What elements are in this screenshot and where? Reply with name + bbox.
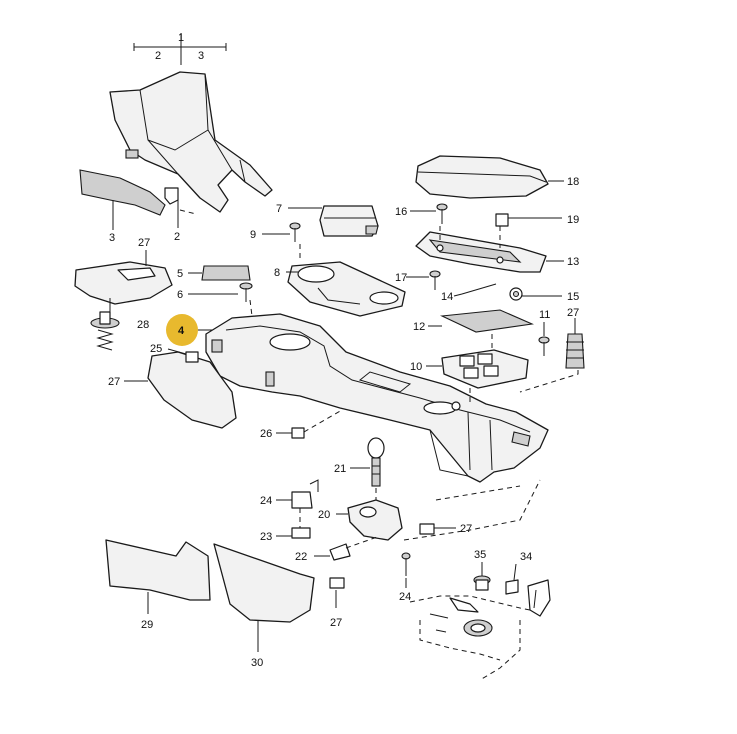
part-mechanism-lower bbox=[409, 579, 551, 681]
label-34: 34 bbox=[520, 551, 532, 563]
label-3-header: 3 bbox=[198, 50, 204, 62]
label-21: 21 bbox=[334, 463, 346, 475]
label-6: 6 bbox=[177, 289, 183, 301]
label-32: 29 bbox=[141, 619, 153, 631]
part-screw-11: 11 bbox=[538, 309, 550, 356]
label-9: 9 bbox=[250, 229, 256, 241]
part-boot-28: 27 bbox=[519, 307, 585, 393]
part-key-21: 21 bbox=[334, 437, 385, 487]
label-14: 14 bbox=[441, 291, 453, 303]
part-clip-23: 23 bbox=[260, 527, 311, 543]
label-2-header: 2 bbox=[155, 50, 161, 62]
part-screw-17: 17 bbox=[395, 270, 441, 290]
part-screw-25: 24 bbox=[399, 552, 411, 603]
label-15: 15 bbox=[567, 291, 579, 303]
label-19: 19 bbox=[567, 214, 579, 226]
part-screw-6: 6 bbox=[177, 282, 253, 302]
part-lever-22: 22 bbox=[295, 535, 381, 563]
part-35: 35 bbox=[473, 549, 491, 591]
label-3: 3 bbox=[109, 232, 115, 244]
part-hinge-15: 15 bbox=[509, 287, 579, 303]
label-16: 16 bbox=[395, 206, 407, 218]
label-13: 13 bbox=[567, 256, 579, 268]
part-main-console-4 bbox=[205, 313, 549, 483]
label-4: 4 bbox=[178, 325, 185, 337]
highlight-marker-4[interactable]: 4 bbox=[166, 314, 212, 346]
label-23: 23 bbox=[260, 531, 272, 543]
label-2: 2 bbox=[174, 231, 180, 243]
label-31: 28 bbox=[137, 319, 149, 331]
part-clip-27-b: 26 bbox=[260, 427, 305, 440]
label-22: 22 bbox=[295, 551, 307, 563]
label-7: 7 bbox=[276, 203, 282, 215]
label-35: 35 bbox=[474, 549, 486, 561]
part-armrest-lid-18: 18 bbox=[415, 155, 579, 199]
part-flap-30: 27 bbox=[74, 237, 173, 312]
label-33: 30 bbox=[251, 657, 263, 669]
label-24: 24 bbox=[260, 495, 272, 507]
part-clip-19: 19 bbox=[495, 213, 579, 227]
part-upper-console-cover bbox=[109, 71, 273, 213]
part-side-panel-32: 29 bbox=[105, 539, 211, 631]
label-26: 27 bbox=[460, 523, 472, 535]
part-clip-27-c: 27 bbox=[329, 577, 345, 629]
part-box-7: 7 bbox=[276, 203, 379, 237]
part-screw-9: 9 bbox=[250, 222, 301, 242]
part-tray-10: 10 bbox=[410, 349, 529, 389]
label-17: 17 bbox=[395, 272, 407, 284]
label-11: 11 bbox=[539, 309, 550, 321]
label-10: 10 bbox=[410, 361, 422, 373]
part-cupholder-8: 8 bbox=[274, 261, 406, 317]
part-clip-2: 2 bbox=[164, 187, 180, 243]
part-pad-12: 12 bbox=[413, 309, 534, 333]
part-34: 34 bbox=[505, 551, 532, 595]
part-clip-27-a: 25 bbox=[150, 343, 199, 363]
label-27-c: 27 bbox=[330, 617, 342, 629]
part-lid-frame-13: 13 bbox=[415, 231, 579, 273]
label-27-b: 26 bbox=[260, 428, 272, 440]
label-27-a: 25 bbox=[150, 343, 162, 355]
part-spring-31: 28 bbox=[90, 311, 149, 351]
label-1: 1 bbox=[178, 32, 184, 44]
label-5: 5 bbox=[177, 268, 183, 280]
header-bracket: 1 2 3 bbox=[133, 32, 227, 65]
label-12: 12 bbox=[413, 321, 425, 333]
part-small-cover-5: 5 bbox=[177, 265, 251, 281]
label-29: 27 bbox=[108, 376, 120, 388]
part-bolt-16: 16 bbox=[395, 203, 448, 224]
label-20: 20 bbox=[318, 509, 330, 521]
label-28: 27 bbox=[567, 307, 579, 319]
label-25: 24 bbox=[399, 591, 411, 603]
label-8: 8 bbox=[274, 267, 280, 279]
part-clip-26: 27 bbox=[419, 523, 472, 535]
label-18: 18 bbox=[567, 176, 579, 188]
part-lock-housing-20: 20 bbox=[318, 499, 403, 541]
part-switch-24: 24 bbox=[260, 479, 319, 509]
label-30: 27 bbox=[138, 237, 150, 249]
part-side-panel-33: 30 bbox=[213, 543, 315, 669]
part-side-trim-3: 3 bbox=[79, 169, 166, 244]
part-pin-14: 14 bbox=[441, 283, 497, 303]
